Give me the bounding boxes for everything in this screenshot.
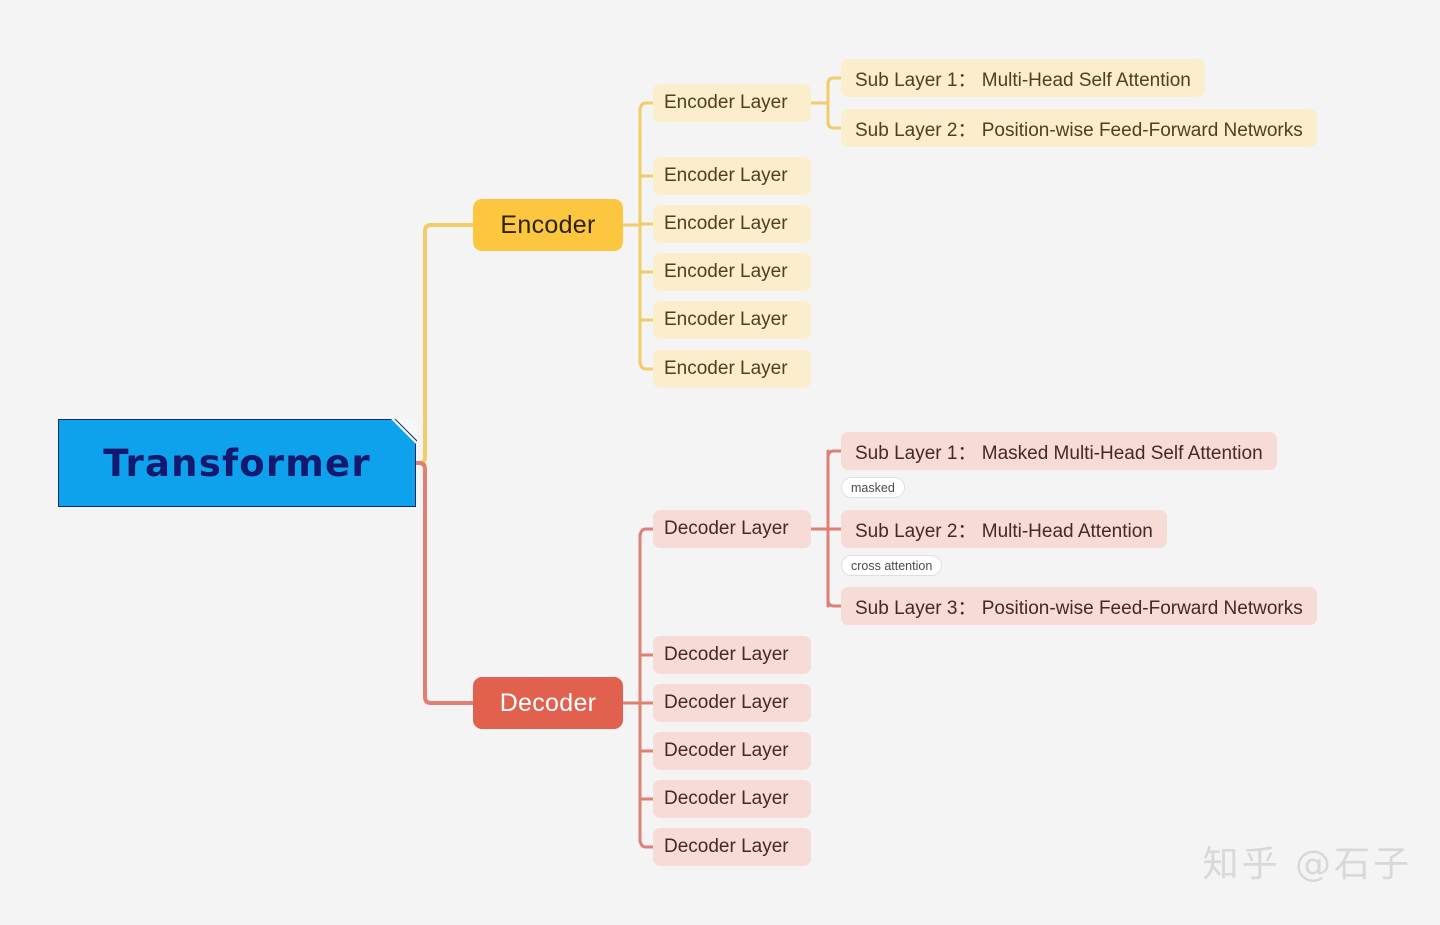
root-node-label: Transformer [103,441,371,485]
list-item-encoder-layer[interactable]: Encoder Layer [653,205,811,243]
list-item-decoder-layer[interactable]: Decoder Layer [653,510,811,548]
wire-encoder-stub-6 [638,358,655,371]
list-item-encoder-layer[interactable]: Encoder Layer [653,157,811,195]
branch-node-encoder-label: Encoder [500,210,596,239]
layer-chip-label: Encoder Layer [664,213,788,234]
list-item-encoder-layer[interactable]: Encoder Layer [653,301,811,339]
sub-layer-label: Sub Layer 1： Multi-Head Self Attention [855,69,1191,91]
list-item-decoder-layer[interactable]: Decoder Layer [653,684,811,722]
wire-enc-sub-stub-2 [826,120,843,130]
branch-node-decoder-label: Decoder [499,688,597,717]
list-item-decoder-layer[interactable]: Decoder Layer [653,732,811,770]
branch-node-encoder[interactable]: Encoder [473,199,623,251]
decoder-sub-layer-1[interactable]: Sub Layer 1： Masked Multi-Head Self Atte… [841,432,1277,470]
sub-layer-label: Sub Layer 2： Position-wise Feed-Forward … [855,119,1303,141]
sub-layer-label: Sub Layer 2： Multi-Head Attention [855,520,1153,542]
wire-root-to-decoder [414,461,475,705]
layer-chip-label: Encoder Layer [664,358,788,379]
encoder-sub-layer-2[interactable]: Sub Layer 2： Position-wise Feed-Forward … [841,109,1317,147]
wire-dec-sub-stub-1 [826,449,843,459]
wire-decoder-stub-1 [638,527,655,540]
tag-badge-label: cross attention [851,558,933,573]
layer-chip-label: Encoder Layer [664,165,788,186]
layer-chip-label: Decoder Layer [664,644,789,665]
wire-root-to-encoder [414,223,475,465]
tag-badge-masked[interactable]: masked [841,477,905,498]
list-item-decoder-layer[interactable]: Decoder Layer [653,636,811,674]
wire-decoder-stub-6 [638,836,655,849]
watermark: 知乎 @石子 [1202,844,1412,885]
layer-chip-label: Decoder Layer [664,836,789,857]
list-item-encoder-layer[interactable]: Encoder Layer [653,84,811,122]
layer-chip-label: Encoder Layer [664,261,788,282]
list-item-encoder-layer[interactable]: Encoder Layer [653,253,811,291]
tag-badge-label: masked [851,480,895,495]
wire-dec-sub-stub-3 [826,598,843,608]
layer-chip-label: Decoder Layer [664,788,789,809]
wire-enc-sub-stub-1 [826,76,843,86]
layer-chip-label: Decoder Layer [664,740,789,761]
folded-corner-icon [390,418,417,445]
root-node-transformer[interactable]: Transformer [58,418,417,507]
layer-chip-label: Decoder Layer [664,518,789,539]
decoder-sub-layer-3[interactable]: Sub Layer 3： Position-wise Feed-Forward … [841,587,1317,625]
list-item-decoder-layer[interactable]: Decoder Layer [653,780,811,818]
encoder-sub-layer-1[interactable]: Sub Layer 1： Multi-Head Self Attention [841,59,1205,97]
list-item-decoder-layer[interactable]: Decoder Layer [653,828,811,866]
list-item-encoder-layer[interactable]: Encoder Layer [653,350,811,388]
layer-chip-label: Encoder Layer [664,92,788,113]
decoder-sub-layer-2[interactable]: Sub Layer 2： Multi-Head Attention [841,510,1167,548]
layer-chip-label: Encoder Layer [664,309,788,330]
branch-node-decoder[interactable]: Decoder [473,677,623,729]
wire-encoder-stub-1 [638,101,655,114]
layer-chip-label: Decoder Layer [664,692,789,713]
sub-layer-label: Sub Layer 3： Position-wise Feed-Forward … [855,597,1303,619]
tag-badge-cross-attention[interactable]: cross attention [841,555,943,576]
sub-layer-label: Sub Layer 1： Masked Multi-Head Self Atte… [855,442,1263,464]
